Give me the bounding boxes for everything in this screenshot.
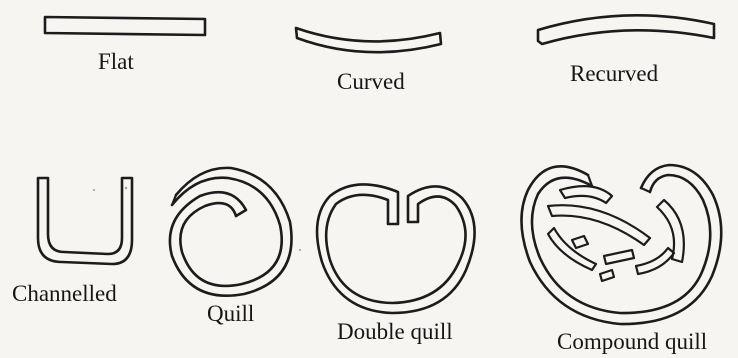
label-recurved: Recurved — [570, 62, 658, 85]
label-double-quill: Double quill — [337, 320, 453, 343]
curved-shape — [296, 28, 441, 52]
label-quill: Quill — [207, 302, 254, 325]
quill-shape — [170, 168, 292, 296]
label-curved: Curved — [337, 70, 405, 93]
double-quill-shape — [317, 184, 475, 313]
compound-quill-shape — [521, 165, 721, 324]
flat-shape — [45, 17, 205, 35]
recurved-shape — [538, 15, 714, 44]
label-channelled: Channelled — [12, 282, 117, 305]
channelled-shape — [38, 178, 132, 264]
label-compound-quill: Compound quill — [557, 330, 707, 353]
label-flat: Flat — [98, 50, 134, 73]
